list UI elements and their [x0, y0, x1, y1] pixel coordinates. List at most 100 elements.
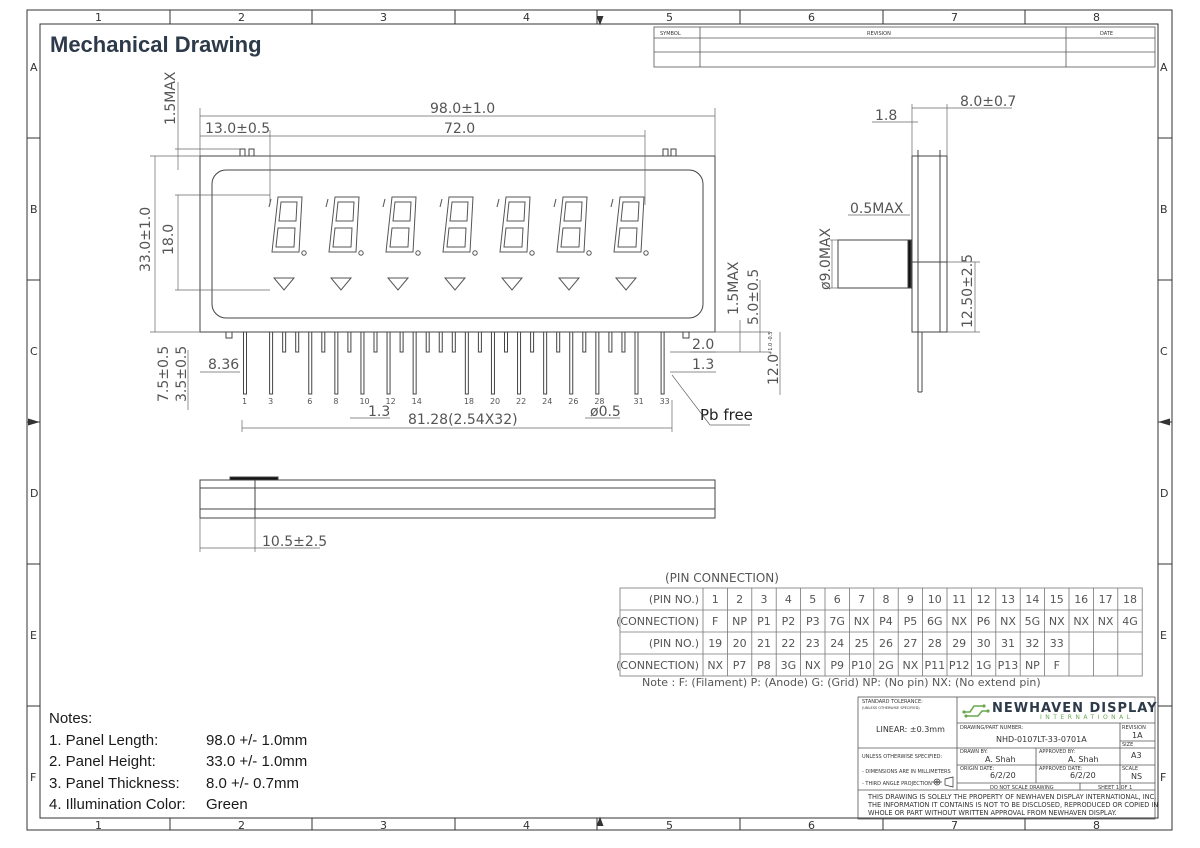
pin: [569, 331, 574, 395]
pin-number-label: 12: [386, 397, 396, 406]
pin-number-label: 14: [412, 397, 422, 406]
pin-table-cell: 23: [806, 637, 820, 650]
grid-col-label: 2: [238, 819, 245, 832]
dim-side-diameter: ø9.0MAX: [818, 228, 834, 290]
note-item: 2. Panel Height:33.0 +/- 1.0mm: [49, 751, 307, 773]
pin: [582, 331, 587, 353]
grid-col-label: 3: [380, 819, 387, 832]
grid-row-label: A: [1160, 61, 1168, 74]
pin-table-cell: 31: [1001, 637, 1015, 650]
grid-row-label: E: [30, 629, 37, 642]
digit: [268, 196, 307, 291]
grid-col-label: 8: [1093, 819, 1100, 832]
pin-table-cell: NX: [1049, 615, 1065, 628]
pin-table-cell: P3: [806, 615, 820, 628]
tb-std-sub: (UNLESS OTHERWISE SPECIFIED): [862, 706, 920, 710]
pin: [451, 331, 456, 353]
pin-number-label: 26: [568, 397, 578, 406]
pin-table-cell: P5: [904, 615, 918, 628]
pin-table-cell: P13: [998, 659, 1019, 672]
center-mark-icon: [596, 816, 604, 827]
note-value: 8.0 +/- 0.7mm: [206, 774, 299, 792]
pin: [504, 331, 508, 353]
pin-table-cell: 21: [757, 637, 771, 650]
digit: [553, 196, 592, 291]
pin: [490, 331, 495, 395]
pin-table-cell: 5: [809, 593, 816, 606]
note-value: 33.0 +/- 1.0mm: [206, 753, 308, 770]
triangle-indicator-icon: [272, 277, 296, 291]
dim-right-5: 5.0±0.5: [746, 269, 762, 325]
digit-tick: [439, 198, 443, 208]
pin: [425, 331, 430, 353]
rev-revision-header: REVISION: [867, 31, 891, 37]
digit-outline: [385, 196, 417, 253]
dim-span: 81.28(2.54X32): [408, 412, 518, 428]
pin-table-cell: 6: [834, 593, 841, 606]
grid-row-label: B: [30, 203, 38, 216]
pin-table-cell: 9: [907, 593, 914, 606]
tb-size-label: SIZE: [1122, 742, 1133, 748]
pin-number-label: 3: [268, 397, 273, 406]
pin-table-cell: P4: [879, 615, 893, 628]
digit-segment-upper: [392, 201, 412, 222]
triangle-indicator-icon: [386, 277, 410, 291]
pin-table-cell: P10: [851, 659, 872, 672]
grid-row-label: C: [1160, 345, 1168, 358]
tb-size: A3: [1131, 751, 1142, 760]
drawing-frame: [26, 9, 1173, 831]
digit-segment-lower: [332, 227, 353, 248]
grid-col-label: 7: [951, 11, 958, 24]
pin-table-cell: P7: [733, 659, 747, 672]
dim-left-7-5: 7.5±0.5: [156, 346, 172, 402]
digit-segment-upper: [620, 201, 640, 222]
digit-outline: [556, 196, 588, 253]
title-block: [857, 696, 1156, 820]
pin-table-cell: 7: [858, 593, 865, 606]
pin: [386, 331, 391, 395]
grid-row-label: D: [1160, 487, 1168, 500]
pin-number-label: 6: [307, 397, 312, 406]
triangle-indicator-icon: [443, 277, 467, 291]
pin-table-cell: 3: [761, 593, 768, 606]
pin-table-cell: 32: [1025, 637, 1039, 650]
note-key: 3. Panel Thickness:: [49, 774, 180, 792]
pin: [308, 331, 313, 395]
pin: [282, 331, 287, 353]
pin-table-title: (PIN CONNECTION): [665, 571, 779, 585]
dim-side-0-5: 0.5MAX: [850, 201, 904, 217]
pin-table-cell: 4G: [1122, 615, 1138, 628]
digit-segment-upper: [449, 201, 469, 222]
tb-company: NEWHAVEN DISPLAY: [992, 701, 1158, 716]
front-view: [199, 148, 716, 339]
pin: [295, 331, 300, 353]
dim-top-max: 1.5MAX: [163, 71, 179, 125]
grid-col-label: 6: [808, 819, 815, 832]
pin-table-cell: 2G: [878, 659, 894, 672]
triangle-indicator-icon: [500, 277, 524, 291]
dim-inner-length: 72.0: [444, 121, 475, 137]
dim-pin-2: 2.0: [692, 337, 714, 353]
triangle-indicator-icon: [329, 277, 353, 291]
pin: [477, 331, 482, 353]
pin-table-cell: 1: [712, 593, 719, 606]
grid-marks: [27, 10, 1172, 830]
tb-appr-date-label: APPROVED DATE:: [1039, 766, 1083, 772]
dim-side-12-5: 12.50±2.5: [960, 254, 976, 328]
grid-col-label: 8: [1093, 11, 1100, 24]
side-dimension-lines: [830, 104, 1012, 333]
tb-company-sub: INTERNATIONAL: [1040, 714, 1134, 721]
pin-table-cell: P8: [757, 659, 771, 672]
pin-table-cell: 4: [785, 593, 792, 606]
tb-third-angle: - THIRD ANGLE PROJECTION: [862, 781, 932, 787]
pin-table-note: Note : F: (Filament) P: (Anode) G: (Grid…: [642, 676, 1041, 689]
pin-table-row-label: (CONNECTION): [616, 659, 699, 672]
pin-table-cell: 25: [855, 637, 869, 650]
pin-table-cell: 29: [952, 637, 966, 650]
tb-disclaimer-3: WHOLE OR PART WITHOUT WRITTEN APPROVAL F…: [868, 809, 1117, 817]
pin: [464, 331, 469, 395]
pin-table-cell: NX: [903, 659, 919, 672]
pin-number-label: 10: [359, 397, 369, 406]
